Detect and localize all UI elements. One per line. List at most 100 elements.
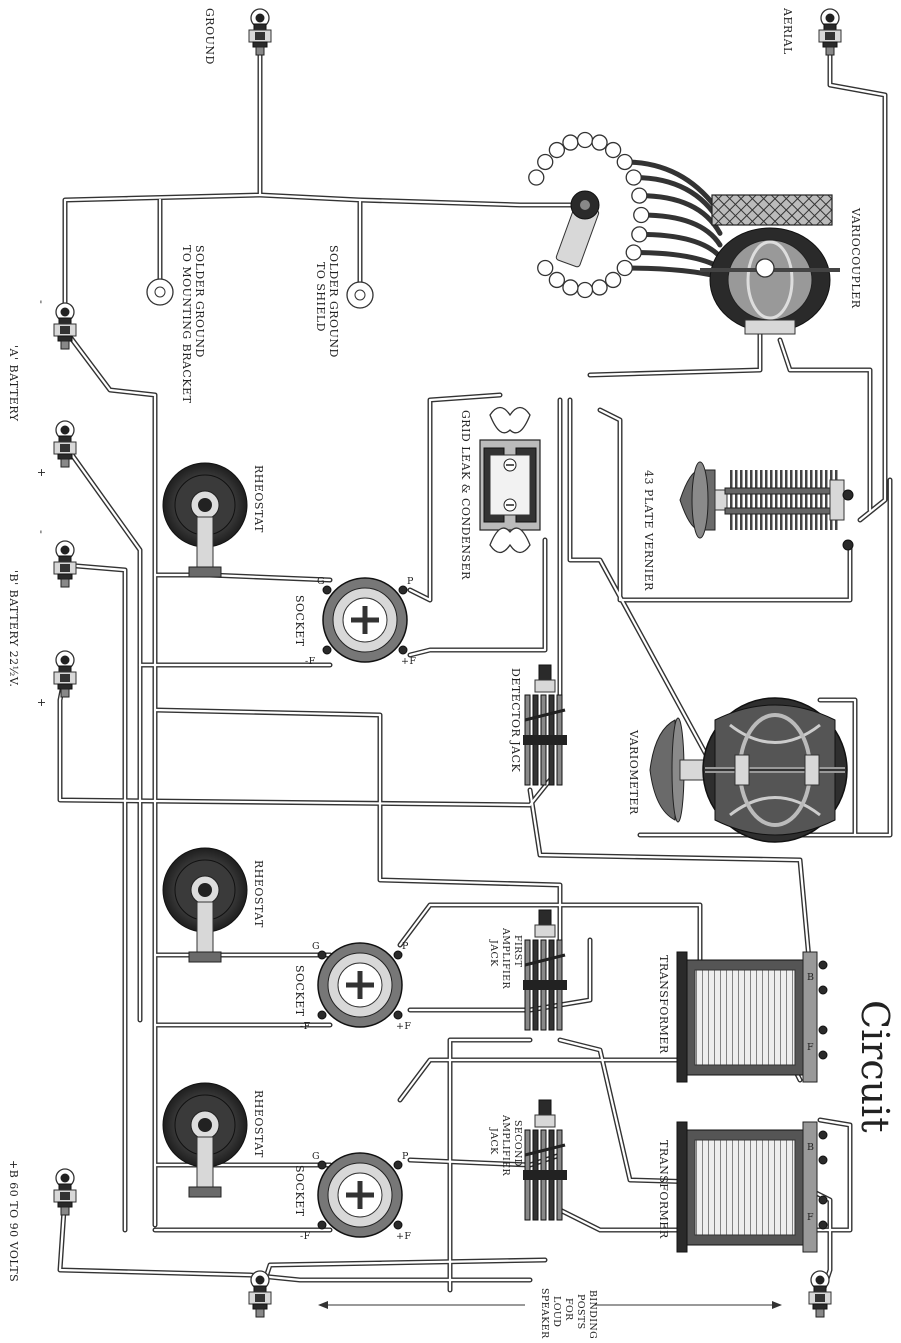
socket-terminal	[393, 1010, 403, 1020]
vernier-plate	[815, 470, 818, 530]
wire-core	[408, 393, 502, 602]
label-first-jack-3: JACK	[488, 939, 499, 967]
wire-core	[528, 788, 812, 972]
tap-contact	[625, 244, 642, 261]
label-first-jack-2: AMPLIFIER	[500, 927, 511, 990]
socket-pin-f-plus: +F	[396, 1021, 411, 1032]
vernier-plate	[750, 470, 753, 530]
label-a-plus: +	[35, 468, 48, 478]
grid-leak-condenser	[479, 406, 541, 554]
tap-contact	[625, 169, 642, 186]
label-solder-bracket-2: TO MOUNTING BRACKET	[180, 245, 193, 404]
loud-speaker-arrows	[318, 1301, 782, 1309]
label-loud-4: LOUD	[551, 1296, 562, 1327]
wire-core	[63, 328, 157, 1227]
post-b-battery-minus	[53, 540, 77, 588]
wire-core	[408, 938, 592, 1012]
transformer-pin-f: F	[807, 1212, 814, 1223]
socket-terminal	[317, 1220, 327, 1230]
tap-lead	[636, 193, 723, 236]
label-socket-3: SOCKET	[293, 1165, 306, 1217]
tap-contact	[562, 279, 579, 296]
wire	[62, 562, 128, 1233]
post-b-battery-plus	[53, 650, 77, 698]
label-grid-leak: GRID LEAK & CONDENSER	[459, 410, 472, 580]
label-rheostat-3: RHEOSTAT	[252, 1090, 265, 1158]
label-first-jack-1: FIRST	[512, 935, 523, 968]
variometer	[649, 697, 848, 843]
socket-pin-f-minus: -F	[305, 656, 316, 667]
first-amplifier-jack	[523, 909, 567, 1031]
wire-core	[588, 328, 762, 377]
label-ground: GROUND	[203, 8, 216, 65]
tap-contact	[537, 153, 554, 171]
label-a-minus: -	[35, 300, 48, 304]
wire-core	[153, 708, 562, 962]
label-solder-shield-2: TO SHIELD	[314, 262, 327, 332]
transformer-2: BF	[676, 1121, 828, 1253]
wire-core	[408, 538, 547, 657]
label-rheostat-1: RHEOSTAT	[252, 465, 265, 533]
binding-posts	[53, 8, 842, 1318]
transformer-terminal	[818, 1195, 828, 1205]
tap-contact	[633, 206, 650, 224]
wire-core	[63, 443, 142, 1022]
vernier-plate	[755, 470, 758, 530]
wire	[62, 442, 143, 1023]
tap-switch	[528, 131, 723, 299]
vernier-plate	[790, 470, 793, 530]
label-variocoupler: VARIOCOUPLER	[849, 207, 862, 309]
transformer-terminal	[818, 985, 828, 995]
wire	[57, 672, 553, 808]
detector-jack	[523, 664, 567, 786]
transformer-terminal	[818, 1050, 828, 1060]
post-a-battery-plus	[53, 420, 77, 468]
label-vernier: 43 PLATE VERNIER	[642, 470, 655, 591]
tap-contact	[616, 259, 633, 277]
tap-contact	[604, 141, 622, 159]
vernier-plate	[775, 470, 778, 530]
wire-core	[63, 38, 262, 332]
socket-terminal	[322, 585, 332, 595]
transformer-terminal	[818, 1025, 828, 1035]
wire-core	[58, 673, 552, 807]
wire-core	[448, 1038, 532, 1292]
transformer-1: BF	[676, 951, 828, 1083]
label-second-jack-2: AMPLIFIER	[500, 1114, 511, 1177]
transformer-pin-b: B	[807, 1142, 814, 1153]
label-second-jack-3: JACK	[488, 1127, 499, 1155]
post-b-high	[53, 1168, 77, 1216]
label-transformer-2: TRANSFORMER	[657, 1140, 670, 1239]
wire-core	[63, 563, 127, 1232]
label-a-battery: 'A' BATTERY	[7, 345, 20, 422]
socket-pin-g: G	[312, 941, 320, 952]
tap-contact	[528, 169, 545, 186]
wire-core	[258, 193, 362, 287]
label-b-battery: 'B' BATTERY 22½V.	[7, 570, 20, 687]
transformer-pin-b: B	[807, 972, 814, 983]
wire-core	[828, 38, 887, 522]
label-loud-3: FOR	[563, 1298, 574, 1321]
wire-core	[818, 698, 857, 837]
label-aerial: AERIAL	[781, 7, 794, 55]
wire-core	[598, 408, 852, 602]
post-loud-speaker-1	[248, 1270, 272, 1318]
second-amplifier-jack	[523, 1099, 567, 1221]
vernier-condenser	[679, 461, 854, 551]
socket-pin-p: P	[402, 1151, 409, 1162]
wire	[407, 937, 593, 1013]
wire-core	[58, 1193, 532, 1282]
socket-pin-f-plus: +F	[396, 1231, 411, 1242]
label-b-plus: +	[35, 698, 48, 708]
vernier-plate	[800, 470, 803, 530]
label-solder-shield-1: SOLDER GROUND	[327, 245, 340, 358]
wire-core	[398, 903, 702, 982]
rheostat-1	[162, 462, 248, 578]
page-title: Circuit	[853, 1000, 897, 1133]
wire-core	[558, 1118, 852, 1232]
tap-contact	[537, 259, 554, 277]
labels: GROUND AERIAL VARIOCOUPLER SOLDER GROUND…	[7, 7, 897, 1339]
vernier-plate	[760, 470, 763, 530]
